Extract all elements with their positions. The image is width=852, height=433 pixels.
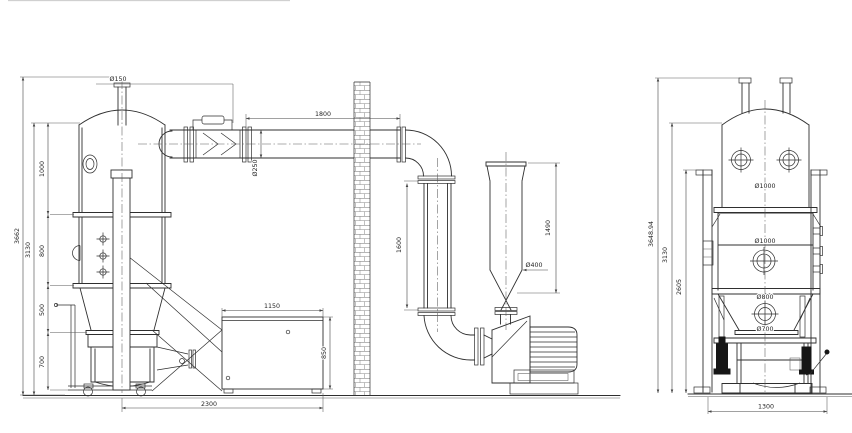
centrifugal-fan [483, 315, 579, 395]
centerlines [121, 80, 507, 393]
caster-wheel [83, 386, 93, 397]
dim-cyclone-height: 1490 [545, 220, 552, 236]
cyclone-separator [485, 161, 527, 325]
side-flange-lower [711, 288, 821, 295]
gussets [711, 213, 822, 228]
vessel-cone [79, 287, 166, 331]
lift-actuator [713, 336, 814, 375]
side-sight-glass [72, 245, 81, 261]
dim-cyclone-dia: Ø400 [526, 261, 543, 269]
side-bowl-cart [713, 336, 830, 394]
sight-glass-oval [82, 154, 98, 174]
side-extension-lines [655, 77, 828, 414]
dim-nozzle-dia: Ø150 [110, 75, 127, 83]
caster-wheel [136, 386, 146, 397]
dim-duct-length: 1800 [315, 111, 331, 118]
riser-pipe [396, 126, 485, 366]
support-post [799, 295, 806, 338]
release-lever [805, 352, 828, 376]
dim-dia-cone-top: Ø800 [757, 293, 774, 301]
side-flange-upper [713, 207, 818, 213]
front-view: Ø150 1800 Ø250 1600 1490 Ø400 3662 3130 … [13, 74, 621, 412]
top-exhaust-nozzle [117, 86, 127, 126]
fan-motor [529, 326, 578, 373]
dim-side-vessel-height: 3130 [662, 247, 669, 263]
brick-wall [353, 81, 371, 396]
dim-dia-mid: Ø1000 [755, 237, 776, 245]
dim-side-frame-height: 2605 [676, 279, 683, 295]
side-dome [721, 108, 810, 126]
dim-overall-height: 3662 [14, 228, 21, 244]
fan-housing [491, 315, 531, 384]
lower-elbow [423, 315, 475, 361]
fan-inlet-cone [483, 334, 493, 359]
damper-actuator [201, 115, 225, 125]
dim-dia-cone-bottom: Ø700 [757, 325, 774, 333]
side-fluidizing-body [717, 212, 814, 291]
cyclone-drop-pipe [500, 314, 511, 325]
dim-duct-dia: Ø250 [251, 160, 259, 177]
side-stub-nozzles [812, 226, 823, 274]
dim-base-width: 2300 [201, 401, 217, 408]
caster-bracket [83, 383, 94, 389]
motor-fins [530, 331, 577, 368]
trolley-handle-knob [54, 303, 58, 307]
cabinet-foot [223, 388, 234, 394]
dim-seg-base: 700 [39, 356, 46, 368]
fluidizing-body [78, 216, 166, 284]
top-nozzles [741, 82, 791, 114]
dim-seg-expansion: 1000 [39, 161, 46, 177]
dim-vessel-height: 3130 [25, 242, 32, 258]
expansion-chamber [78, 124, 166, 213]
upper-elbow [405, 129, 452, 177]
dim-riser-height: 1600 [396, 237, 403, 253]
side-dimension-lines [656, 78, 827, 413]
dim-side-base-width: 1300 [758, 404, 774, 411]
foot-plate [809, 386, 827, 394]
discharge-cone [156, 346, 196, 371]
side-bowl-flange [734, 330, 799, 335]
cart-base-frame [721, 383, 813, 394]
dim-side-overall-height: 3648.94 [648, 221, 655, 247]
dimension-lines [21, 77, 558, 410]
lever-knob [824, 349, 830, 355]
control-cabinet [221, 316, 324, 394]
product-trolley [54, 303, 152, 397]
spray-nozzles [96, 232, 110, 279]
cabinet-knob [285, 329, 291, 335]
support-braces [128, 256, 223, 392]
dim-seg-cone: 500 [39, 304, 46, 316]
sight-glass-port [728, 147, 802, 173]
lift-column [110, 169, 133, 391]
dim-dia-top: Ø1000 [755, 182, 776, 190]
sight-glass-port [750, 247, 778, 275]
dim-seg-body: 800 [39, 245, 46, 257]
dim-cabinet-width: 1150 [264, 303, 280, 310]
extension-lines [20, 76, 560, 412]
foot-plate [693, 386, 711, 394]
cabinet-foot [311, 388, 322, 394]
cabinet-knob [225, 375, 231, 381]
side-view: 3648.94 3130 2605 Ø1000 Ø1000 Ø800 Ø700 … [647, 77, 852, 414]
side-expansion-chamber [721, 124, 810, 208]
rail-clamp [702, 240, 714, 266]
vessel-dome [78, 109, 166, 126]
caster-bracket [135, 383, 146, 389]
dim-cabinet-height: 850 [321, 347, 328, 359]
